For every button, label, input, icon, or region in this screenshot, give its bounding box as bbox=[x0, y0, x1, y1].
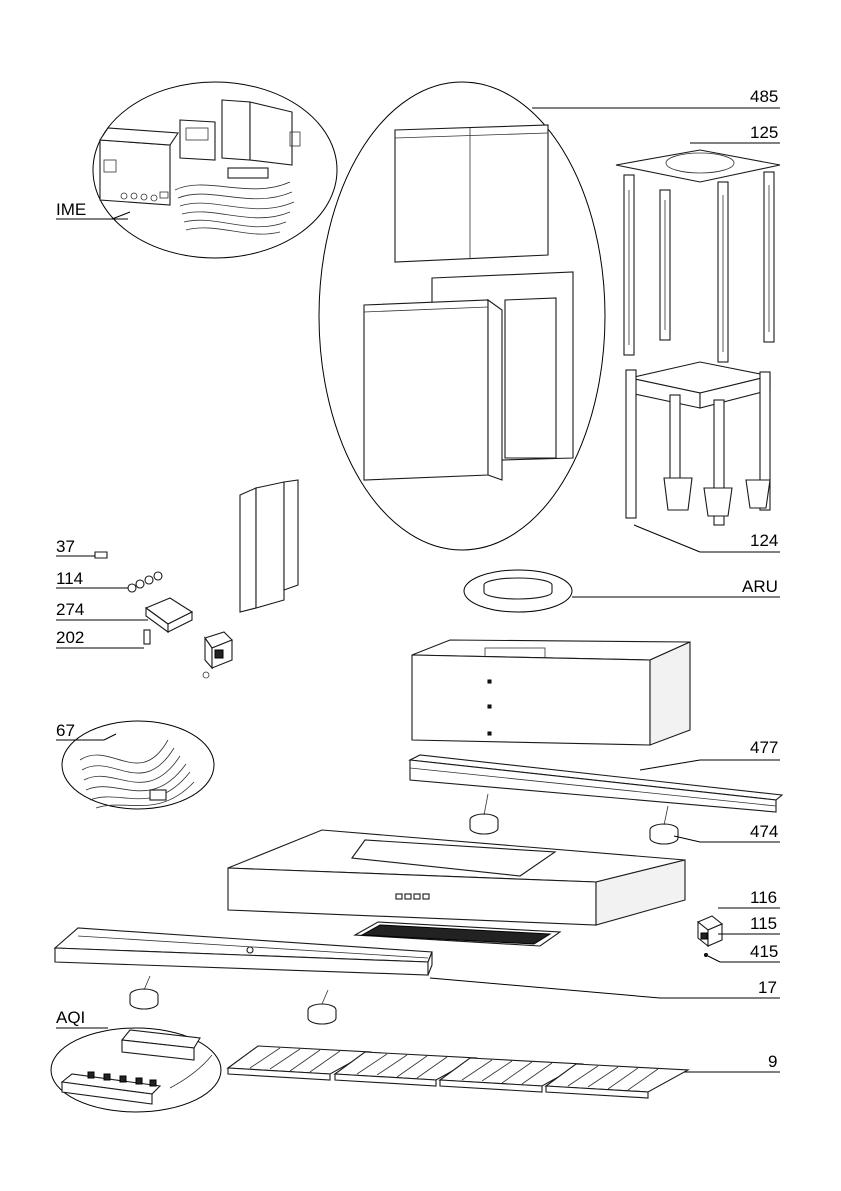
lower-frame-group: 124 bbox=[626, 362, 780, 552]
part-415-screw bbox=[705, 954, 708, 957]
label-477: 477 bbox=[750, 738, 778, 757]
side-mount-plate bbox=[240, 488, 256, 612]
upper-chimney-cover bbox=[395, 125, 548, 262]
part-202-connector bbox=[144, 630, 150, 644]
adapter-ring-group: ARU bbox=[464, 570, 780, 612]
label-415: 415 bbox=[750, 942, 778, 961]
label-274: 274 bbox=[56, 600, 84, 619]
ime-box-panel bbox=[100, 140, 170, 205]
motor-housing-group bbox=[412, 640, 690, 745]
label-67: 67 bbox=[56, 721, 75, 740]
label-aqi: AQI bbox=[56, 1008, 85, 1027]
baffle-filters-group: 9 bbox=[228, 1046, 780, 1098]
wiring-harness-ellipse bbox=[62, 721, 214, 809]
motor-unit bbox=[470, 794, 498, 834]
ime-terminal-strip bbox=[228, 168, 268, 178]
label-115: 115 bbox=[750, 914, 777, 933]
lower-frame-leader bbox=[634, 525, 700, 552]
label-124: 124 bbox=[750, 531, 778, 550]
wiring-harness-group: 67 bbox=[56, 721, 214, 809]
motor-housing bbox=[412, 655, 650, 745]
part-114-lampholders bbox=[128, 572, 162, 592]
ime-kit-group: IME bbox=[56, 82, 337, 258]
ime-cable-bundle bbox=[175, 182, 294, 234]
small-parts-group: 37 114 274 202 bbox=[56, 480, 298, 678]
upper-frame-top bbox=[616, 150, 780, 182]
label-474: 474 bbox=[750, 822, 778, 841]
ime-bracket bbox=[222, 100, 250, 160]
label-aru: ARU bbox=[742, 577, 778, 596]
label-ime: IME bbox=[56, 200, 86, 219]
label-17: 17 bbox=[758, 978, 777, 997]
rear-rail bbox=[410, 760, 776, 812]
grease-filter-panel-group bbox=[355, 922, 560, 946]
hood-body-group bbox=[228, 830, 685, 925]
label-125: 125 bbox=[750, 123, 778, 142]
upper-frame-group: 125 bbox=[616, 123, 780, 362]
motor-unit bbox=[650, 806, 678, 844]
label-37: 37 bbox=[56, 537, 75, 556]
label-114: 114 bbox=[56, 569, 83, 588]
motor-unit bbox=[130, 976, 158, 1009]
part-37-clip bbox=[95, 552, 107, 558]
label-9: 9 bbox=[768, 1052, 777, 1071]
rear-rail-group: 477 bbox=[410, 738, 782, 812]
control-kit-group: AQI bbox=[51, 1008, 221, 1112]
label-202: 202 bbox=[56, 628, 84, 647]
label-485: 485 bbox=[750, 87, 778, 106]
lower-frame-foot bbox=[664, 478, 692, 510]
lower-frame-leg-left bbox=[626, 370, 636, 518]
motor-unit bbox=[308, 990, 336, 1024]
lower-chimney-front bbox=[364, 300, 488, 480]
wiring-terminal bbox=[150, 790, 166, 800]
switch-parts-group: 116 115 415 bbox=[698, 888, 780, 962]
label-116: 116 bbox=[750, 888, 777, 907]
wiring-harness-cables bbox=[80, 740, 194, 808]
